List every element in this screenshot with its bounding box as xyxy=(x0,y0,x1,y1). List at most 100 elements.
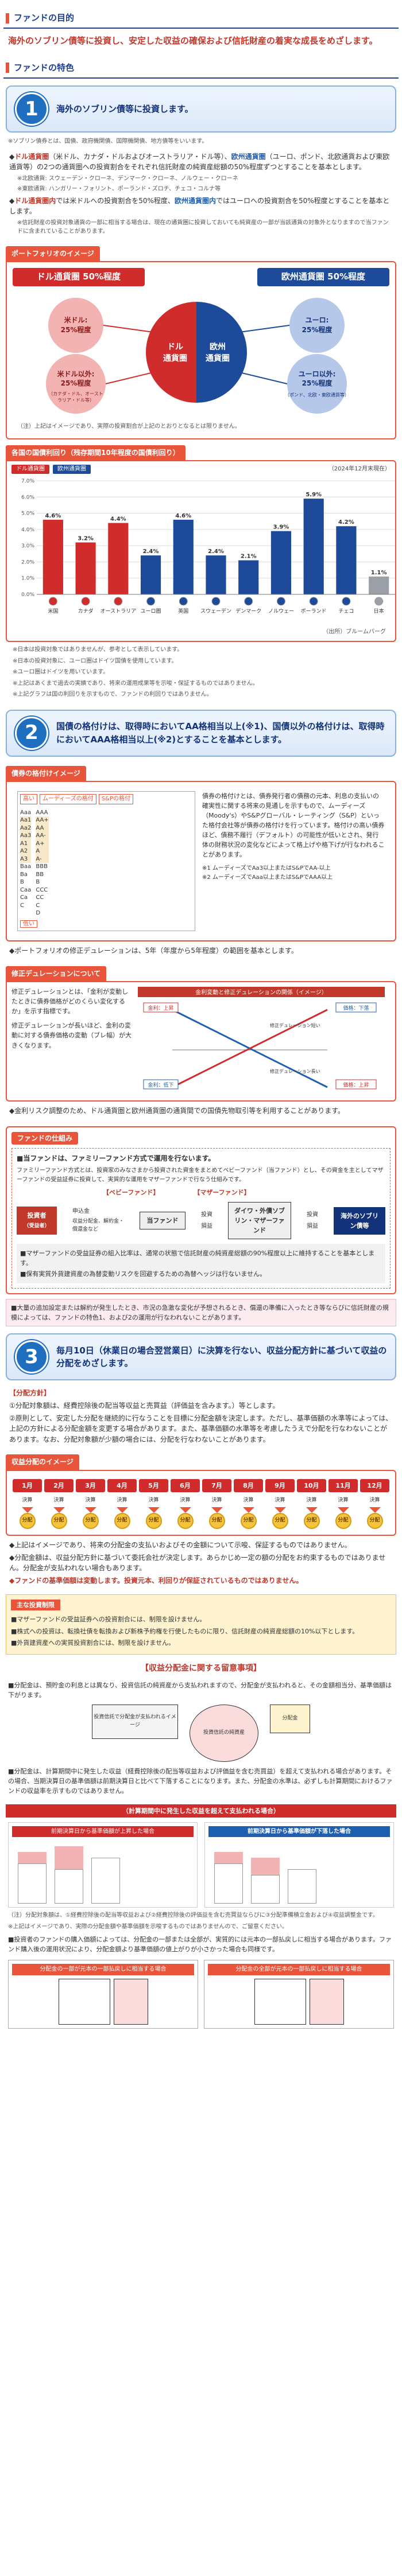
eur-label: ユーロ: xyxy=(306,316,329,324)
x-tick-label: チェコ xyxy=(338,608,354,614)
feature-1-bullets: ◆ドル通貨圏（米ドル、カナダ・ドルおよびオーストラリア・ドル等）、欧州通貨圏（ユ… xyxy=(3,147,399,240)
rating-cell: A1 xyxy=(20,839,32,848)
line-short xyxy=(172,1009,328,1088)
rating-cell: A+ xyxy=(36,839,49,848)
case-compare: 前期決算日から基準価額が上昇した場合 前期決算日から基準価額が下落した場合 xyxy=(3,1820,399,1910)
rate-up: 金利：上昇 xyxy=(148,1005,173,1011)
coin-icon: 分配 xyxy=(303,1513,320,1530)
restriction-1: ■マザーファンドの受益証券への投資割合には、制限を設けません。 xyxy=(11,1616,206,1624)
settle-label: 決算 xyxy=(53,1497,64,1504)
eastern-note: ※東欧通貨: ハンガリー・フォリント、ポーランド・ズロチ、チェコ・コルナ等 xyxy=(17,186,221,193)
bar-prev xyxy=(214,1852,243,1904)
month-label: 5月 xyxy=(139,1479,168,1493)
coin-icon: 分配 xyxy=(114,1513,130,1530)
legend-euro: 欧州通貨圏 xyxy=(53,465,91,474)
rating-cell: BB xyxy=(36,871,44,878)
bar xyxy=(238,560,259,594)
heading-bar xyxy=(6,63,9,73)
investor-node: 投資者（受益者） xyxy=(17,1207,57,1235)
bar-top xyxy=(55,1846,83,1870)
flag-icon xyxy=(244,597,253,606)
settle-label: 決算 xyxy=(275,1497,285,1504)
connector xyxy=(103,324,154,333)
refund-case-partial: 分配金の一部が元本の一部払戻しに相当する場合 xyxy=(8,1960,198,2029)
rating-cell: Ca xyxy=(20,894,28,901)
refund-full-diagram xyxy=(208,1978,390,2025)
dist-sub-head: （計算期間中に発生した収益を超えて支払われる場合） xyxy=(6,1804,396,1818)
settle-label: 決算 xyxy=(148,1497,159,1504)
bar-bot xyxy=(288,1869,316,1904)
rating-heading: 債券の格付けイメージ xyxy=(6,765,86,781)
dollar-other-sub: （カナダ・ドル、オースト xyxy=(48,391,103,396)
bar-prev xyxy=(18,1852,47,1904)
month-label: 9月 xyxy=(265,1479,295,1493)
month-label: 2月 xyxy=(44,1479,74,1493)
rate-up-box xyxy=(143,1002,179,1013)
bar-bot xyxy=(18,1863,47,1904)
arrow-down-icon xyxy=(337,1507,349,1513)
x-tick-label: スウェーデン xyxy=(200,608,231,614)
rating-cell: C xyxy=(36,902,40,909)
rating-cell: CCC xyxy=(36,886,48,893)
portfolio-diagram: 米ドル: 25%程度 米ドル以外: 25%程度 （カナダ・ドル、オースト ラリア… xyxy=(46,297,349,414)
usd-circle xyxy=(48,297,103,353)
chart-date: （2024年12月末現在） xyxy=(328,466,391,473)
chart-note: ※上記グラフは国の利回りを示すもので、ファンドの利回りではありません。 xyxy=(13,691,212,698)
mini-box-pink xyxy=(113,1978,148,2025)
price-down: 価格：下落 xyxy=(343,1005,369,1011)
policy-2: ②原則として、安定した分配を継続的に行なうことを目標に分配金額を決定します。ただ… xyxy=(9,1414,393,1443)
feature-number: 3 xyxy=(15,1340,48,1374)
pie-ring xyxy=(144,299,249,405)
coin-col: 分配 xyxy=(297,1507,326,1530)
gain-label: 損益 xyxy=(201,1223,212,1229)
y-tick-label: 4.0% xyxy=(21,527,34,533)
rating-cell: Caa xyxy=(20,886,32,893)
flow-arrows-2: 投資 損益 xyxy=(201,1211,212,1231)
arrow-down-icon xyxy=(148,1507,160,1513)
flag-icon xyxy=(276,597,285,606)
fund-labels: 【ベビーファンド】 【マザーファンド】 xyxy=(17,1184,385,1197)
coin-col: 分配 xyxy=(76,1507,105,1530)
month-label: 8月 xyxy=(234,1479,263,1493)
low-label: 低い xyxy=(20,920,37,928)
bar-bot xyxy=(251,1875,280,1904)
x-tick-label: ユーロ圏 xyxy=(141,608,161,614)
usd-label: 米ドル: xyxy=(64,316,88,324)
arrow-down-icon xyxy=(21,1507,33,1513)
invest-label: 投資 xyxy=(307,1212,318,1219)
flag-icon xyxy=(211,597,221,606)
data-label: 5.9% xyxy=(306,492,322,498)
refund-full-title: 分配金の全部が元本の一部払戻しに相当する場合 xyxy=(208,1964,390,1975)
data-label: 4.6% xyxy=(45,513,61,519)
month-label: 4月 xyxy=(107,1479,137,1493)
fund-notes: ■マザーファンドの受益証券の組入比率は、通常の状態で信託財産の純資産総額の90%… xyxy=(17,1244,385,1284)
dollar-other-label: 米ドル以外: xyxy=(57,369,95,378)
month-label: 1月 xyxy=(13,1479,42,1493)
rating-cell: B xyxy=(36,879,40,886)
legend-dollar: ドル通貨圏 xyxy=(11,465,49,474)
dist-img-heading: 収益分配のイメージ xyxy=(6,1454,79,1470)
settle-label: 決算 xyxy=(180,1497,191,1504)
case-down-title: 前期決算日から基準価額が下落した場合 xyxy=(208,1826,390,1838)
case-up: 前期決算日から基準価額が上昇した場合 xyxy=(8,1822,198,1908)
euro-other-circle xyxy=(287,353,347,414)
bar-top xyxy=(214,1852,243,1864)
feature-number: 1 xyxy=(15,92,48,126)
chart-note: ※上記はあくまで過去の実績であり、将来の運用成果等を示唆・保証するものではありま… xyxy=(13,680,258,687)
dist-explain-3: ■投資者のファンドの購入価額によっては、分配金の一部または全部が、実質的には元本… xyxy=(3,1932,399,1956)
data-label: 3.9% xyxy=(273,524,289,531)
refund-partial-diagram xyxy=(12,1978,194,2025)
rating-cell: Aa1 xyxy=(20,816,32,824)
month-label: 6月 xyxy=(171,1479,200,1493)
connector xyxy=(239,324,290,333)
dist-text-3: ■投資者のファンドの購入価額によっては、分配金の一部または全部が、実質的には元本… xyxy=(8,1936,392,1954)
x-tick-label: 英国 xyxy=(178,608,188,614)
coin-col: 分配 xyxy=(265,1507,295,1530)
coin-col: 分配 xyxy=(360,1507,389,1530)
sovereign-node: 海外のソブリン債等 xyxy=(334,1207,385,1235)
month-label: 10月 xyxy=(297,1479,326,1493)
duration-img-titlebar xyxy=(138,987,385,998)
duration-heading: 修正デュレーションについて xyxy=(6,966,107,982)
